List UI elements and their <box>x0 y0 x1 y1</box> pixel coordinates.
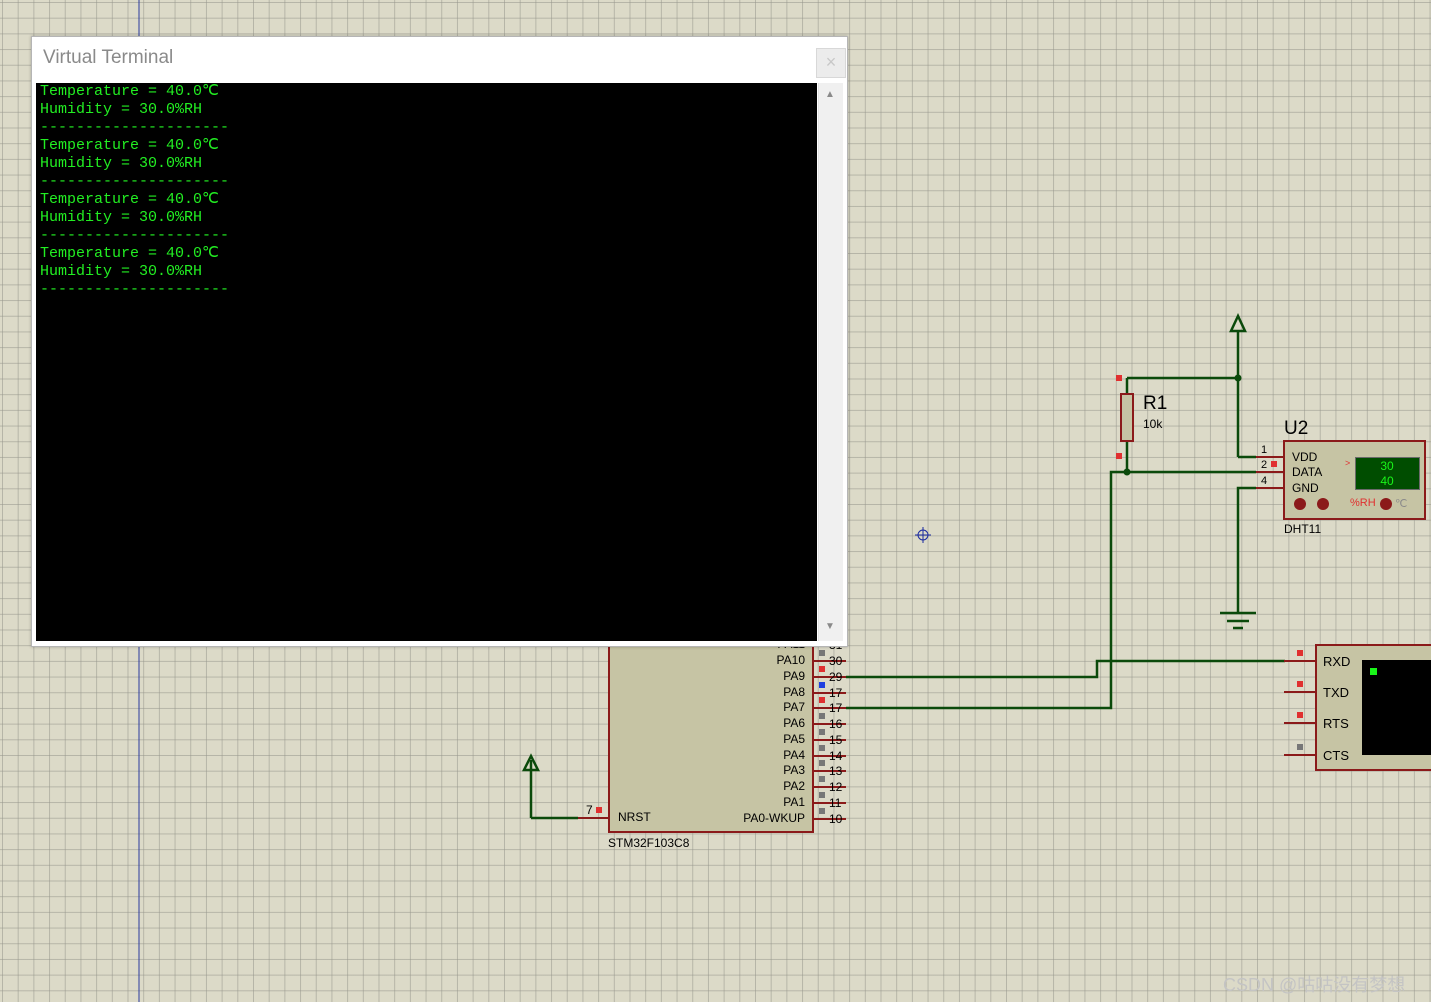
sensor-ref: U2 <box>1284 418 1309 439</box>
vdd-power-terminal[interactable] <box>1229 313 1247 333</box>
mcu-pin-name: PA10 <box>776 653 805 667</box>
sensor-pin-num: 1 <box>1261 444 1268 456</box>
terminal-line: Temperature = 40.0℃ <box>40 245 219 262</box>
sensor-pin-num: 2 <box>1261 459 1268 471</box>
vterm-pin-marker <box>1297 712 1303 718</box>
mcu-pin-name: PA6 <box>783 716 805 730</box>
mcu-pin-name: PA2 <box>783 779 805 793</box>
sensor-humidity-unit: %RH <box>1350 497 1376 509</box>
resistor-value: 10k <box>1143 417 1163 431</box>
mcu-pin-number: 16 <box>829 717 843 731</box>
scroll-down-icon[interactable]: ▼ <box>825 621 835 632</box>
mcu-pin-number: 17 <box>829 701 843 715</box>
terminal-line: --------------------- <box>40 227 230 244</box>
lcd-temperature-value: 40 <box>1380 474 1394 488</box>
dht11-pin-marker <box>1271 461 1277 467</box>
vterm-pin-lines <box>1284 660 1316 756</box>
nrst-pin-number: 7 <box>586 803 593 817</box>
mcu-body[interactable] <box>608 629 814 833</box>
nrst-label: NRST <box>618 810 651 824</box>
mcu-pin-number: 11 <box>829 796 842 810</box>
vertical-scrollbar[interactable]: ▲ ▼ <box>818 83 843 641</box>
sensor-lcd-display: 30 40 <box>1355 457 1420 490</box>
mcu-pin-number: 10 <box>829 812 843 826</box>
dht11-buttons[interactable] <box>1294 498 1392 510</box>
mcu-pin-number: 17 <box>829 686 843 700</box>
mcu-pin-name: PA3 <box>783 763 805 777</box>
resistor-ref: R1 <box>1143 393 1168 414</box>
mcu-pin-name: PA9 <box>783 669 805 683</box>
terminal-line: Humidity = 30.0%RH <box>40 263 203 280</box>
mcu-part-label: STM32F103C8 <box>608 836 690 850</box>
mcu-pin-name: PA4 <box>783 748 805 762</box>
close-button[interactable]: × <box>816 48 846 78</box>
mcu-pin-number: 14 <box>829 749 843 763</box>
lcd-humidity-value: 30 <box>1380 459 1394 473</box>
terminal-line: --------------------- <box>40 119 230 136</box>
terminal-line: --------------------- <box>40 173 230 190</box>
junction-dot <box>1123 468 1131 476</box>
wires <box>846 330 1285 710</box>
resistor-pin-marker <box>1116 375 1122 381</box>
scroll-up-icon[interactable]: ▲ <box>825 89 835 100</box>
sensor-pin-gnd: GND <box>1292 481 1319 495</box>
mcu-pin-name: PA0-WKUP <box>743 811 805 825</box>
mcu-pin-number: 29 <box>829 670 843 684</box>
mcu-pin-number: 15 <box>829 733 843 747</box>
mcu-pin-number: 12 <box>829 780 843 794</box>
vterm-pin-marker <box>1297 744 1303 750</box>
vterm-pin-marker <box>1297 681 1303 687</box>
vterm-pin-marker <box>1297 650 1303 656</box>
vterm-pin-cts: CTS <box>1323 748 1349 763</box>
vterm-cursor <box>1370 668 1377 675</box>
terminal-line: Humidity = 30.0%RH <box>40 101 203 118</box>
watermark: CSDN @咕咕没有梦想 <box>1223 975 1406 995</box>
vterm-screen <box>1362 660 1431 755</box>
vterm-pin-rts: RTS <box>1323 716 1349 731</box>
terminal-line: Humidity = 30.0%RH <box>40 209 203 226</box>
terminal-line: Humidity = 30.0%RH <box>40 155 203 172</box>
crosshair-cursor-icon <box>915 527 931 543</box>
terminal-line: Temperature = 40.0℃ <box>40 137 219 154</box>
mcu-pin-name: PA1 <box>783 795 805 809</box>
window-title: Virtual Terminal <box>43 47 174 68</box>
mcu-pin-name: PA5 <box>783 732 805 746</box>
nrst-power-terminal[interactable] <box>521 753 578 820</box>
terminal-line: --------------------- <box>40 281 230 298</box>
mcu-pin-number: 13 <box>829 764 843 778</box>
sensor-pin-data: DATA <box>1292 465 1323 479</box>
mcu-pin-markers <box>596 650 825 814</box>
vterm-pin-rxd: RXD <box>1323 654 1351 669</box>
sensor-pin-vdd: VDD <box>1292 450 1318 464</box>
junction-dot <box>1234 374 1242 382</box>
terminal-line: Temperature = 40.0℃ <box>40 191 219 208</box>
dht11-pin-lines <box>1256 456 1284 489</box>
mcu-pin-number: 30 <box>829 654 843 668</box>
mcu-pin-name: PA7 <box>783 700 805 714</box>
resistor-r1[interactable] <box>1120 393 1134 442</box>
vterm-pin-txd: TXD <box>1323 685 1349 700</box>
terminal-line: Temperature = 40.0℃ <box>40 83 219 100</box>
sensor-pin-num: 4 <box>1261 475 1268 487</box>
sensor-part: DHT11 <box>1284 522 1322 536</box>
sensor-arrow-label: > <box>1345 458 1351 468</box>
sensor-temp-unit: ℃ <box>1395 498 1408 510</box>
resistor-pin-marker <box>1116 453 1122 459</box>
mcu-pin-name: PA8 <box>783 685 805 699</box>
